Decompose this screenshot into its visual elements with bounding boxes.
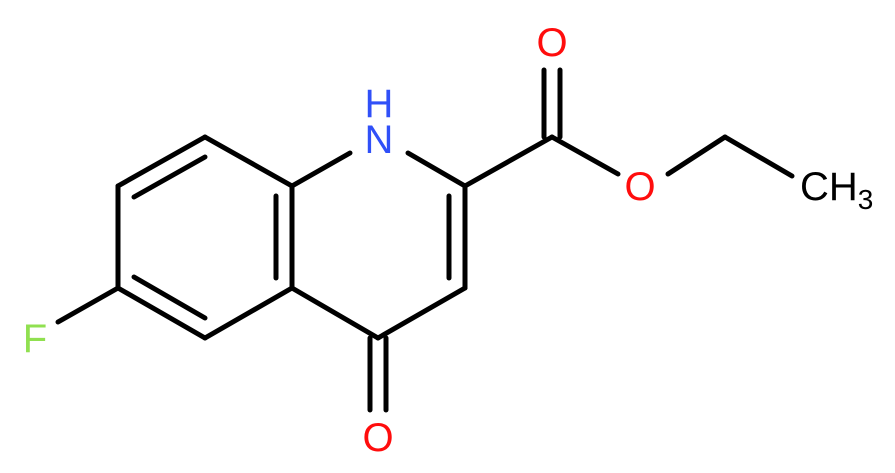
bond-ccarbonyl-o-ester: [549, 134, 621, 177]
methyl-ch-text: CH: [800, 165, 858, 209]
oxygen-keto-label: O: [362, 416, 393, 460]
methyl-label: CH3: [800, 165, 873, 215]
bond-c8a-n1: [289, 150, 353, 189]
methyl-subscript: 3: [858, 184, 874, 215]
bond-n1-c2: [405, 150, 468, 189]
bond-c8-c7: [115, 134, 208, 189]
bond-o-ester-ch2: [665, 134, 728, 177]
nitrogen-hydrogen-label: H: [365, 82, 394, 126]
bond-c3-c4: [375, 285, 468, 341]
bond-c8-c7-inner: [131, 154, 208, 200]
atom-labels: O H N O CH3 F O: [23, 21, 874, 460]
fluorine-label: F: [23, 317, 47, 361]
oxygen-ester-label: O: [624, 165, 655, 209]
bonds: [55, 67, 795, 413]
bond-c4-c4a: [289, 285, 381, 341]
bond-c2-ccarbonyl: [462, 134, 555, 189]
oxygen-top-label: O: [536, 21, 567, 65]
bond-c8a-c8: [202, 134, 295, 189]
bond-c6-c5-inner: [131, 274, 208, 321]
nitrogen-label: N: [365, 118, 394, 162]
bond-c6-c5: [115, 285, 208, 341]
bond-c6-f: [55, 285, 121, 325]
bond-ch2-ch3: [722, 134, 795, 179]
bond-c5-c4a: [202, 285, 295, 341]
